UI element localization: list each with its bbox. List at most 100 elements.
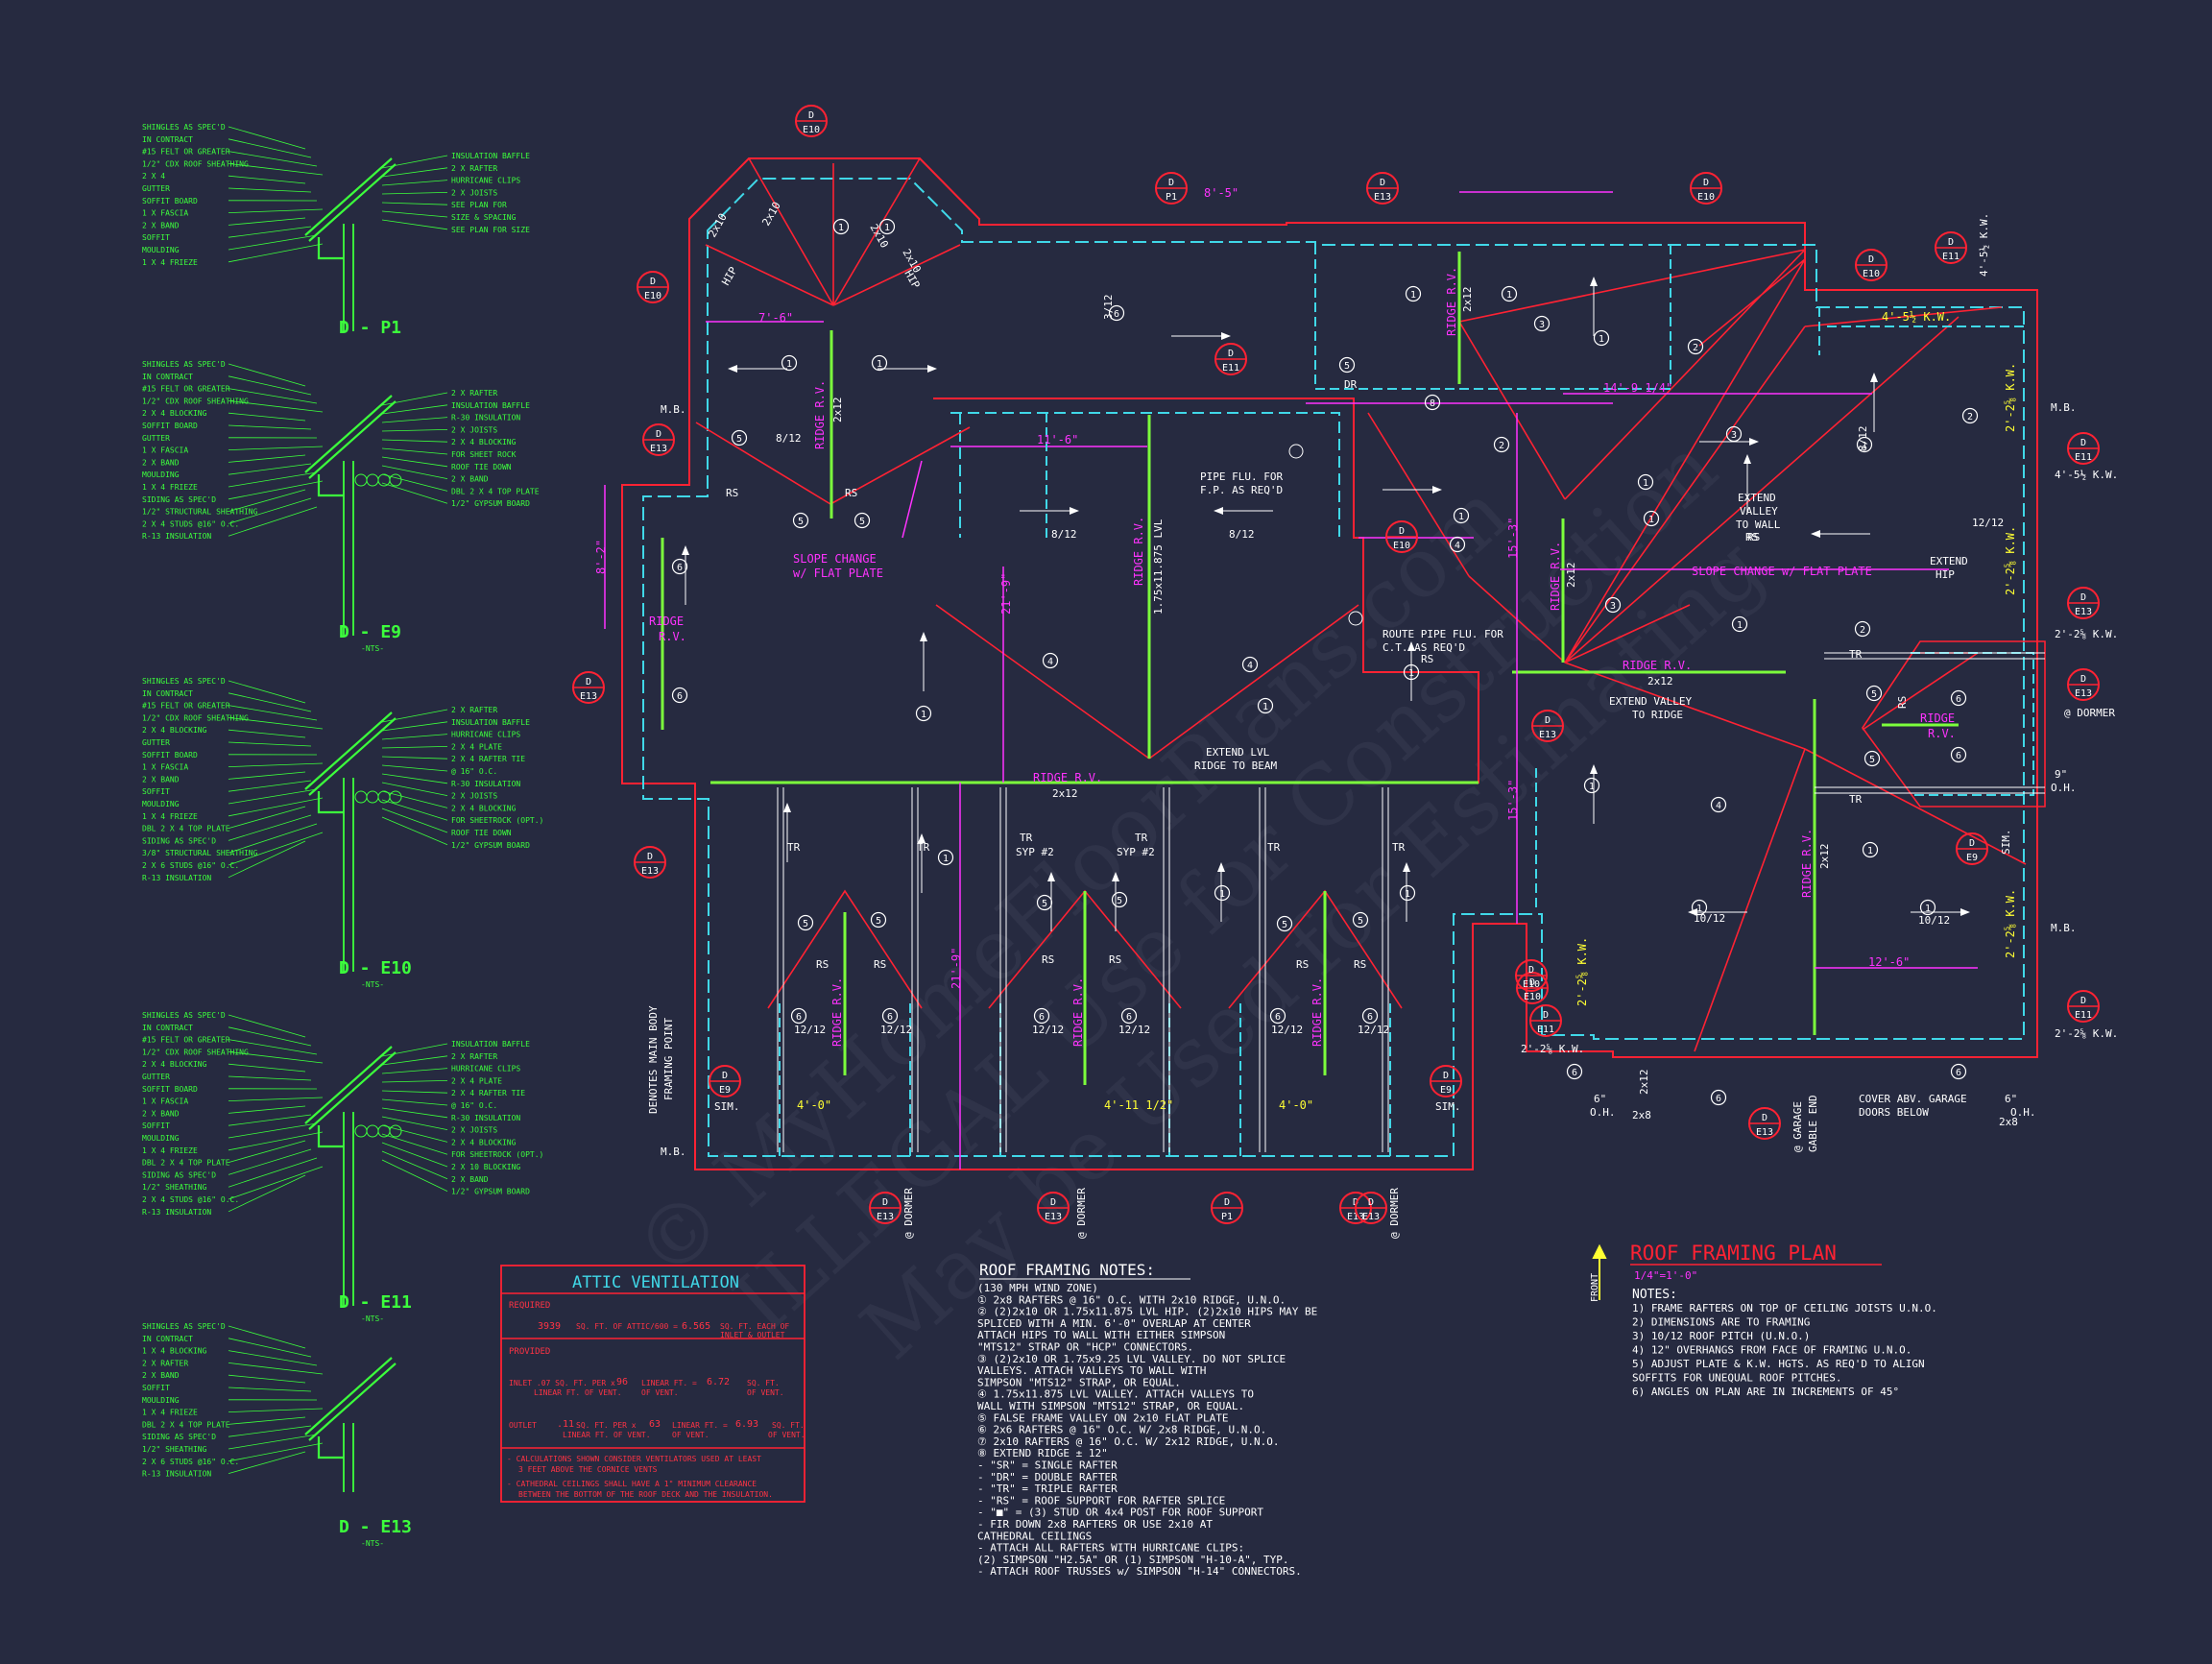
extend-valley-2: TO RIDGE: [1632, 709, 1683, 721]
callout-number: 4: [1716, 801, 1721, 811]
detail-left-label: 1 X FASCIA: [142, 1097, 188, 1106]
detail-left-label: SIDING AS SPEC'D: [142, 1433, 216, 1441]
callout-number: 1: [1862, 441, 1867, 451]
bubble-bottom: E13: [1045, 1212, 1062, 1222]
plan-notes-label: NOTES:: [1632, 1288, 1677, 1302]
slope-arrow-icon: [1214, 507, 1273, 515]
framing-note-line: - FIR DOWN 2x8 RAFTERS OR USE 2x10 AT: [977, 1518, 1213, 1531]
bubble-bottom: E13: [877, 1212, 894, 1222]
detail-left-label: 1 X FASCIA: [142, 446, 188, 455]
hip-size-1: 2x10: [706, 211, 730, 239]
attic-outlet-v0: .11: [557, 1419, 574, 1430]
bubble-bottom: E13: [641, 866, 659, 877]
attic-inlet-sub1: LINEAR FT. OF VENT.: [534, 1388, 622, 1397]
callout-number: 3: [1610, 601, 1616, 612]
attic-outlet-sub3: OF VENT.: [768, 1431, 805, 1439]
callout-number: 2: [1499, 441, 1504, 451]
bubble-top: D: [1762, 1113, 1767, 1123]
detail-left-label: 1 X FASCIA: [142, 209, 188, 218]
framing-note-line: - "DR" = DOUBLE RAFTER: [977, 1471, 1118, 1483]
callout-number: 6: [796, 1012, 802, 1023]
callout-number: 4: [1047, 657, 1053, 667]
bubble-bottom: E13: [1539, 730, 1556, 740]
attic-inlet-c: SQ. FT.: [747, 1379, 780, 1387]
detail-left-label: SIDING AS SPEC'D: [142, 1170, 216, 1179]
detail-left-label: 2 X 4 BLOCKING: [142, 409, 207, 418]
attic-outlet-b: SQ. FT. PER x: [576, 1421, 637, 1430]
detail-bubble: DP1: [1156, 173, 1187, 204]
callout-number: 5: [1282, 920, 1287, 930]
framing-note-line: ① 2x8 RAFTERS @ 16" O.C. WITH 2x10 RIDGE…: [977, 1293, 1286, 1306]
bubble-top: D: [1545, 715, 1551, 726]
dim-76: 7'-6": [758, 311, 793, 325]
attic-outlet-sub1: LINEAR FT. OF VENT.: [563, 1431, 651, 1439]
callout-number: 1: [1867, 846, 1873, 856]
detail-right-label: @ 16" O.C.: [451, 1101, 497, 1110]
framing-note-line: - "■" = (3) STUD OR 4x4 POST FOR ROOF SU…: [977, 1507, 1263, 1519]
plan-title-block: FRONT ROOF FRAMING PLAN 1/4"=1'-0" NOTES…: [1590, 1242, 1937, 1398]
bubble-top: D: [1528, 965, 1534, 976]
detail-right-label: INSULATION BAFFLE: [451, 1040, 530, 1049]
detail-title: D - P1: [339, 318, 401, 338]
bubble-top: D: [1969, 838, 1975, 849]
bubble-bottom: E11: [1942, 252, 1960, 262]
detail-left-label: SHINGLES AS SPEC'D: [142, 677, 226, 686]
callout-number: 1: [1737, 620, 1743, 631]
detail-right-label: 2 X 4 RAFTER TIE: [451, 1089, 525, 1097]
callout-number: 1: [1458, 512, 1464, 522]
extend-valley-wall-3: TO WALL: [1736, 518, 1781, 531]
bubble-bottom: E10: [1523, 979, 1540, 990]
bubble-top: D: [656, 429, 661, 440]
bubble-bottom: E10: [803, 125, 820, 135]
framing-note-line: ATTACH HIPS TO WALL WITH EITHER SIMPSON: [977, 1329, 1225, 1341]
detail-left-label: #15 FELT OR GREATER: [142, 1036, 230, 1045]
slope-arrow-icon: [1870, 373, 1878, 432]
extend-lvl-1: EXTEND LVL: [1206, 746, 1270, 759]
mb-label-4: M.B.: [2051, 922, 2077, 934]
detail-left-label: #15 FELT OR GREATER: [142, 385, 230, 394]
plan-note-line: SOFFITS FOR UNEQUAL ROOF PITCHES.: [1632, 1372, 1842, 1385]
detail-left-label: SIDING AS SPEC'D: [142, 836, 216, 845]
kw-label-side-3: 2'-2⅝ K.W.: [2055, 1027, 2118, 1040]
detail-left-label: 1/2" STRUCTURAL SHEATHING: [142, 508, 258, 517]
detail-right-label: 2 X JOISTS: [451, 1126, 497, 1135]
size-2x8-b: 2x8: [1999, 1116, 2018, 1128]
detail-right-label: @ 16" O.C.: [451, 767, 497, 776]
plan-note-line: 3) 10/12 ROOF PITCH (U.N.O.): [1632, 1330, 1810, 1342]
detail-left-label: #15 FELT OR GREATER: [142, 148, 230, 157]
detail-left-label: SOFFIT: [142, 1384, 170, 1392]
dormer-note-1: @ DORMER: [902, 1188, 915, 1239]
attic-outlet-c: LINEAR FT. =: [672, 1421, 728, 1430]
detail-right-label: 2 X BAND: [451, 475, 489, 484]
attic-outlet-a: OUTLET: [509, 1421, 537, 1430]
callout-number: 1: [1405, 889, 1410, 900]
detail-right-label: ROOF TIE DOWN: [451, 829, 512, 837]
detail-left-label: 1 X 4 FRIEZE: [142, 258, 198, 267]
callout-number: 1: [786, 359, 792, 370]
detail-right-label: 2 X RAFTER: [451, 706, 497, 714]
pitch-1212-c: 12/12: [880, 1024, 912, 1036]
detail-right-label: INSULATION BAFFLE: [451, 401, 530, 410]
slope-arrow-icon: [1020, 507, 1079, 515]
detail-right-label: 1/2" GYPSUM BOARD: [451, 499, 530, 508]
detail-2: SHINGLES AS SPEC'DIN CONTRACT#15 FELT OR…: [142, 677, 543, 989]
detail-left-label: SHINGLES AS SPEC'D: [142, 1011, 226, 1020]
ridge-rv-vert-5: RIDGE R.V.: [1800, 829, 1814, 898]
rs-label-7: RS: [874, 958, 886, 971]
detail-left-label: 1 X 4 BLOCKING: [142, 1347, 207, 1356]
detail-left-label: MOULDING: [142, 800, 180, 808]
detail-right-label: 2 X 4 RAFTER TIE: [451, 755, 525, 763]
detail-left-label: GUTTER: [142, 434, 170, 443]
dr-label: DR: [1344, 378, 1358, 391]
callout-number: 5: [803, 919, 808, 929]
rs-label-12: RS: [1896, 696, 1909, 709]
detail-left-label: SIDING AS SPEC'D: [142, 495, 216, 504]
framing-note-line: (130 MPH WIND ZONE): [977, 1282, 1098, 1294]
detail-left-label: 2 X BAND: [142, 775, 180, 784]
